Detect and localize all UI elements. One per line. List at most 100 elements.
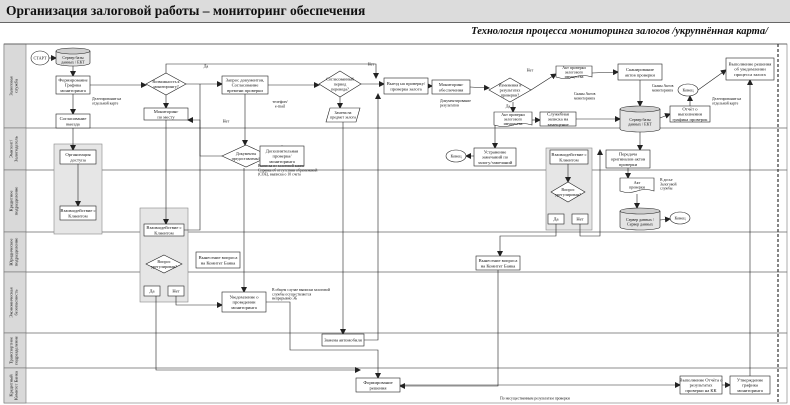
swimlane [3,231,788,273]
legal-question-2-node [475,255,521,271]
yes-label-2: Да [506,103,511,108]
flow-arrow [165,63,379,79]
decision-transfer-node [318,70,362,98]
flow-arrow [497,224,557,257]
db-server-2-node [619,109,661,133]
yes-box-1-label: Да [553,217,558,222]
flow-arrow [530,73,557,91]
agree-visit-node [55,113,91,129]
decision-change-node [488,77,532,103]
swimlane-label: Кредитноеподразделение [8,187,18,216]
db-server-node [55,51,91,67]
replace-collateral-node [325,107,361,123]
fix-notes-node [473,147,517,167]
page-title: Организация залоговой работы – мониторин… [6,3,366,18]
decision-issue-cred-node [145,254,183,274]
flow-arrow [175,296,223,308]
yes-box-2-label: Да [149,289,154,294]
no-label-2: Нет [368,61,375,66]
flow-arrow [659,113,671,119]
form-schedule-node [55,75,91,95]
end-node-left [445,149,467,163]
exec-decision-node [725,57,775,81]
request-docs-node [221,75,269,95]
swimlane [3,127,788,171]
flow-arrow [591,69,619,76]
approve-schedule-node [729,375,771,395]
org-access-node [59,149,97,165]
record-changes-node [539,111,577,127]
swimlane-label: Экономическаябезопасность [8,287,18,318]
db-server-3-node-top [619,207,661,215]
decision-issue-2-node [550,181,586,203]
report-schedule-node [669,105,711,123]
decision-possible-node [145,72,187,96]
interaction-client-node [59,205,97,221]
end-node-right-label: Конец [674,215,686,220]
yes-box-1 [547,213,565,225]
no-label-3: Нет [527,67,534,72]
committee-decision-node [355,377,401,393]
end-node-right [669,211,691,225]
flow-arrow [187,117,222,157]
db-server-3-node-label: Сервер данных /Сервер данных [626,217,655,227]
send-acts-node [605,149,651,169]
flow-arrow [266,301,381,379]
car-replace-node [321,333,365,347]
db-server-node-top [55,47,91,55]
flow-arrow [697,69,727,91]
no-box-2 [167,285,185,297]
car-replace-node-label: Замена автомобиля [324,338,362,343]
swimlane [3,271,788,334]
flow-arrow [579,149,603,237]
end-node-top [677,83,699,97]
interaction-client-cred-node [143,223,185,237]
swimlane-label: Транспортноеподразделение [8,336,18,365]
exec-kk-node [679,375,723,395]
no-box-2-label: Нет [172,289,179,294]
end-node-top-label: Конец [682,87,694,92]
flow-arrow [659,216,671,223]
title-bar: Организация залоговой работы – мониторин… [0,0,790,23]
scan-acts-node [617,63,663,81]
no-changes-note: По несущественным результатам проверки [500,396,570,400]
visit-check-node [383,77,429,95]
sec-notice-node [221,291,267,313]
timeframe-label: телефон/e-mail [272,99,288,109]
swimlane-label: Залоговаяслужба [8,75,18,95]
flow-arrow [364,93,381,341]
visit-check-node-label: Выезд на проверку/проверка залога [387,81,426,91]
